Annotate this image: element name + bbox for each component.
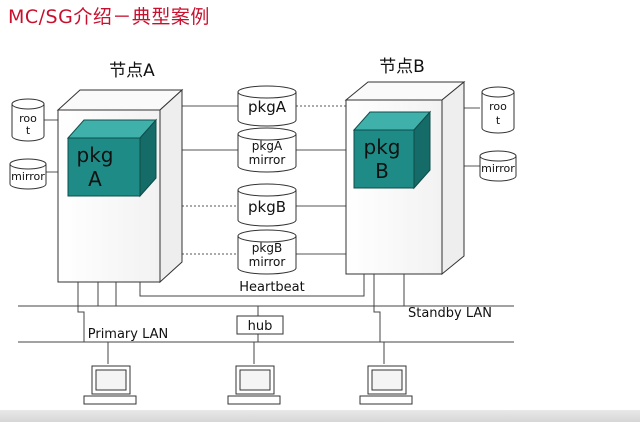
shared-disk-pkgb-mirror-line2: mirror: [249, 255, 286, 269]
heartbeat-label: Heartbeat: [239, 280, 305, 295]
package-b-label-line1: pkg: [364, 135, 401, 159]
slide-title: MC/SG介绍－典型案例: [8, 6, 210, 28]
root-disk-a-line1: roo: [19, 112, 37, 125]
node-b-label: 节点B: [379, 57, 425, 77]
root-disk-b: roo t: [481, 86, 515, 134]
root-disk-b-line1: roo: [489, 100, 507, 113]
node-a-label: 节点A: [109, 61, 155, 81]
workstation-2: [227, 365, 281, 405]
disk-connections: [44, 105, 480, 255]
shared-disk-pkga-mirror-line2: mirror: [249, 153, 286, 167]
standby-lan-label: Standby LAN: [408, 306, 492, 321]
workstation-3: [359, 365, 413, 405]
package-b-label-line2: B: [375, 159, 389, 183]
hub-label: hub: [248, 319, 273, 334]
shared-disk-pkga: pkgA: [237, 85, 297, 127]
hub-box: [236, 315, 284, 335]
network-wiring: [18, 274, 514, 364]
primary-lan-label: Primary LAN: [88, 327, 169, 342]
package-a-label-line2: A: [88, 167, 102, 191]
mirror-disk-a: mirror: [9, 158, 47, 190]
mirror-disk-b-label: mirror: [481, 162, 515, 175]
package-a-label-line1: pkg: [77, 143, 114, 167]
shared-disk-pkga-mirror-line1: pkgA: [252, 139, 283, 153]
shared-disk-pkgb-label: pkgB: [248, 198, 286, 216]
shared-disk-pkgb: pkgB: [237, 183, 297, 227]
root-disk-b-line2: t: [496, 114, 501, 127]
package-cube-b: pkg B: [352, 110, 432, 190]
workstation-1: [83, 365, 137, 405]
footer-bar: [0, 410, 640, 422]
package-cube-a: pkg A: [66, 118, 158, 198]
root-disk-a-line2: t: [26, 124, 31, 137]
root-disk-a: roo t: [11, 98, 45, 142]
shared-disk-pkga-mirror: pkgA mirror: [237, 127, 297, 173]
mirror-disk-b: mirror: [479, 150, 517, 182]
mirror-disk-a-label: mirror: [11, 170, 45, 183]
shared-disk-pkgb-mirror: pkgB mirror: [237, 229, 297, 275]
shared-disk-pkgb-mirror-line1: pkgB: [252, 241, 282, 255]
shared-disk-pkga-label: pkgA: [248, 98, 287, 116]
